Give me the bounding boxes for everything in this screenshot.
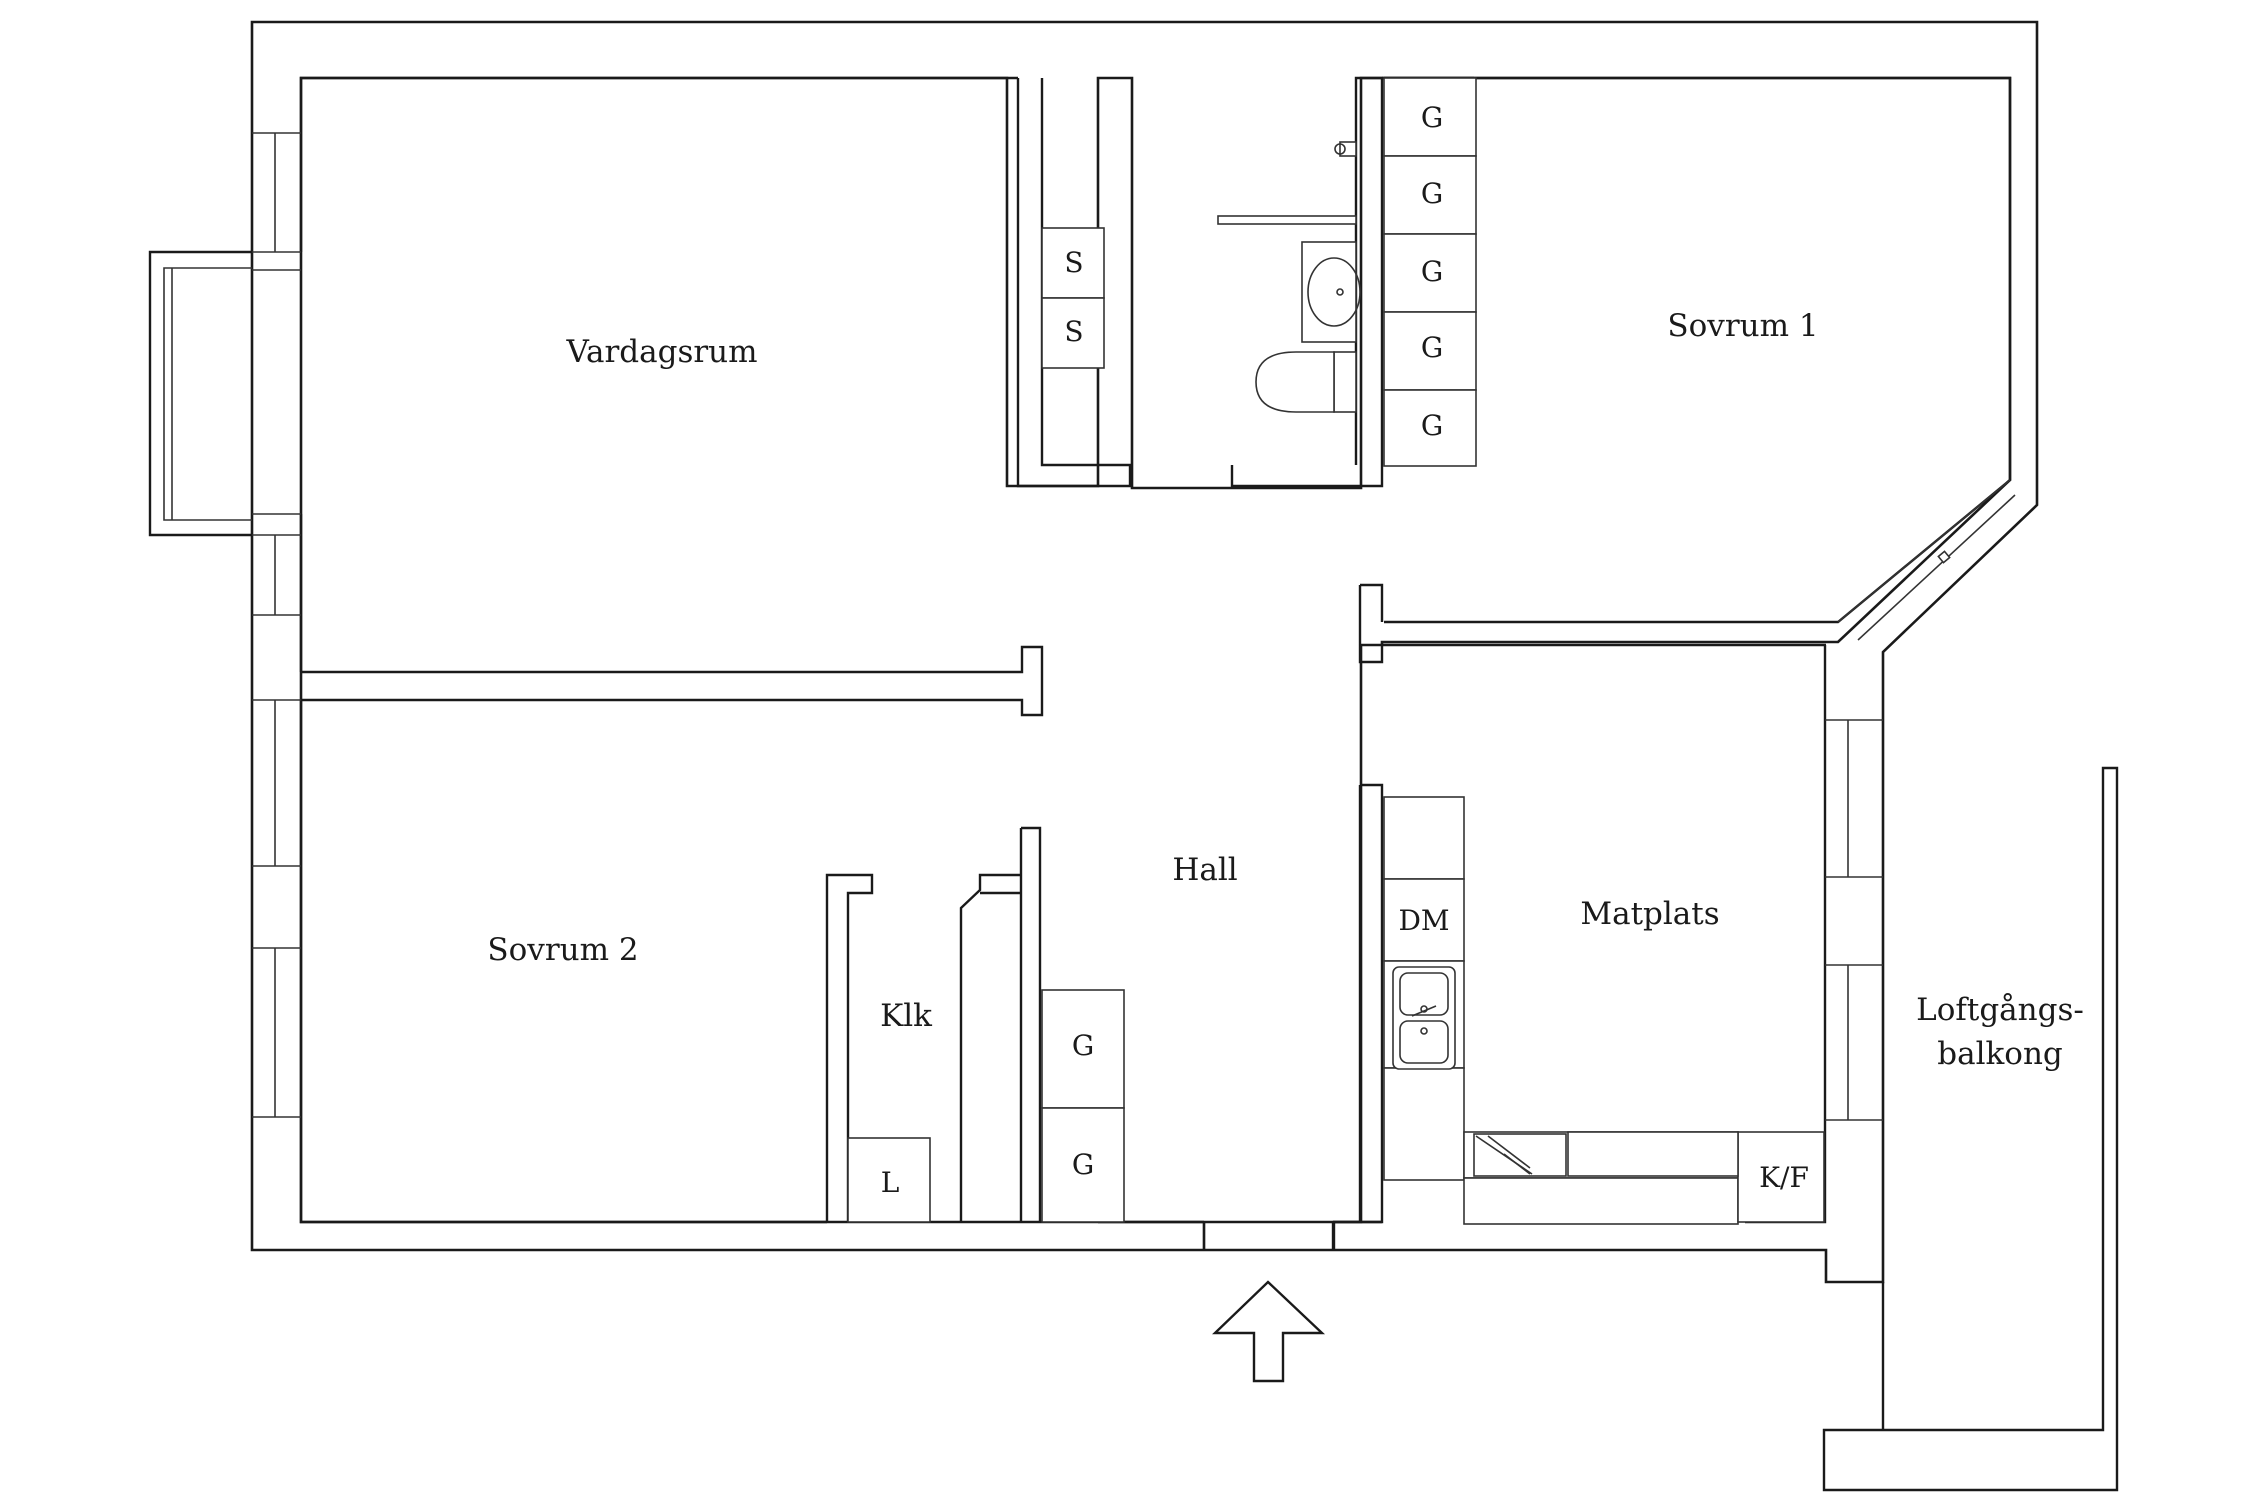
storage-label-g-hall-upper: G — [1072, 1029, 1094, 1062]
room-label-hall: Hall — [1172, 852, 1237, 888]
storage-label-g-bath-1: G — [1421, 101, 1443, 134]
bath-storage — [1041, 77, 1477, 467]
outer-walls — [250, 20, 2039, 1284]
room-label-matplats: Matplats — [1580, 896, 1719, 932]
storage-label-g-bath-5: G — [1421, 409, 1443, 442]
room-label-klk: Klk — [880, 998, 932, 1034]
appliance-label-kf: K/F — [1759, 1161, 1809, 1194]
storage-label-s-upper: S — [1064, 246, 1083, 279]
sink-icon — [1392, 966, 1456, 1070]
entrance-arrow-icon — [1212, 1280, 1326, 1383]
storage-label-g-bath-4: G — [1421, 331, 1443, 364]
stove-icon — [1473, 1133, 1567, 1177]
washbasin-icon — [1301, 241, 1361, 343]
right-windows — [1825, 479, 2016, 1121]
bay-window — [148, 132, 301, 537]
hall-storage — [847, 989, 1125, 1223]
left-windows — [252, 535, 301, 1118]
loftgang-balcony — [1822, 766, 2119, 1492]
storage-label-g-hall-lower: G — [1072, 1148, 1094, 1181]
kitchen — [1383, 796, 1825, 1225]
storage-label-s-lower: S — [1064, 315, 1083, 348]
room-label-loftgang-line2: balkong — [1937, 1036, 2063, 1072]
room-label-sovrum2: Sovrum 2 — [487, 932, 638, 968]
room-label-loftgang-line1: Loftgångs- — [1916, 992, 2084, 1028]
shower-rail — [1217, 141, 1357, 225]
storage-label-g-bath-2: G — [1421, 177, 1443, 210]
room-label-vardagsrum: Vardagsrum — [565, 334, 757, 370]
storage-label-l: L — [881, 1166, 900, 1199]
room-label-sovrum1: Sovrum 1 — [1667, 308, 1818, 344]
toilet-icon — [1255, 351, 1357, 413]
storage-label-g-bath-3: G — [1421, 255, 1443, 288]
appliance-label-dm: DM — [1398, 904, 1449, 937]
